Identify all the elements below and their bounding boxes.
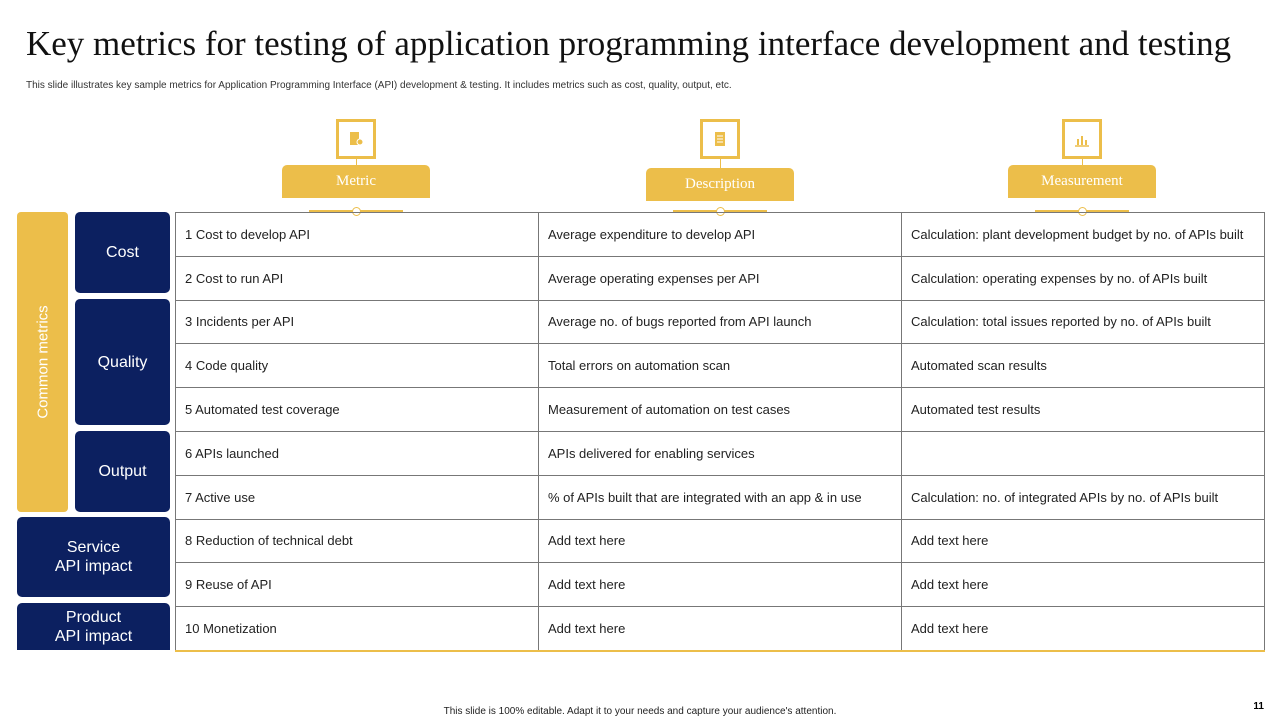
table-cell: Add text here <box>537 518 902 564</box>
page-title: Key metrics for testing of application p… <box>26 24 1232 63</box>
table-cell: 3 Incidents per API <box>175 299 539 345</box>
table-cell: Average operating expenses per API <box>537 255 902 301</box>
output-category: Output <box>75 431 170 512</box>
table-cell: Average no. of bugs reported from API la… <box>537 299 902 345</box>
connector-line <box>720 159 721 168</box>
table-cell: Calculation: plant development budget by… <box>900 212 1266 257</box>
table-cell: Add text here <box>900 518 1266 564</box>
page-number: 11 <box>1253 701 1264 712</box>
table-cell: Add text here <box>537 562 902 608</box>
table-cell: Automated scan results <box>900 343 1266 389</box>
header-metric: Metric <box>282 165 430 198</box>
table-cell: 5 Automated test coverage <box>175 387 539 432</box>
footer-note: This slide is 100% editable. Adapt it to… <box>443 706 837 717</box>
page-subtitle: This slide illustrates key sample metric… <box>26 80 732 91</box>
common-metrics-label: Common metrics <box>17 212 68 512</box>
common-metrics-text: Common metrics <box>34 305 51 419</box>
document-list-icon <box>700 119 740 159</box>
table-cell <box>900 430 1266 476</box>
header-description: Description <box>646 168 794 201</box>
table-cell: Average expenditure to develop API <box>537 212 902 257</box>
table-cell: Calculation: no. of integrated APIs by n… <box>900 474 1266 520</box>
table-cell: Calculation: operating expenses by no. o… <box>900 255 1266 301</box>
connector-line <box>1082 159 1083 165</box>
quality-category: Quality <box>75 299 170 425</box>
table-cell: 9 Reuse of API <box>175 562 539 608</box>
table-cell: APIs delivered for enabling services <box>537 430 902 476</box>
table-cell: Add text here <box>900 562 1266 608</box>
table-cell: Calculation: total issues reported by no… <box>900 299 1266 345</box>
table-cell: % of APIs built that are integrated with… <box>537 474 902 520</box>
table-cell: 7 Active use <box>175 474 539 520</box>
connector-line <box>356 159 357 165</box>
table-cell: 10 Monetization <box>175 606 539 652</box>
table-row: 7 Active use% of APIs built that are int… <box>175 474 1266 520</box>
product-api-impact-category: Product API impact <box>17 603 170 650</box>
service-api-impact-category: Service API impact <box>17 517 170 597</box>
table-cell: 8 Reduction of technical debt <box>175 518 539 564</box>
table-cell: 4 Code quality <box>175 343 539 389</box>
table-cell: 6 APIs launched <box>175 430 539 476</box>
document-gear-icon <box>336 119 376 159</box>
table-cell: Add text here <box>537 606 902 652</box>
table-cell: 2 Cost to run API <box>175 255 539 301</box>
table-cell: Measurement of automation on test cases <box>537 387 902 432</box>
table-cell: 1 Cost to develop API <box>175 212 539 257</box>
table-cell: Total errors on automation scan <box>537 343 902 389</box>
header-measurement: Measurement <box>1008 165 1156 198</box>
cost-category: Cost <box>75 212 170 293</box>
bar-chart-icon <box>1062 119 1102 159</box>
table-cell: Add text here <box>900 606 1266 652</box>
table-cell: Automated test results <box>900 387 1266 432</box>
